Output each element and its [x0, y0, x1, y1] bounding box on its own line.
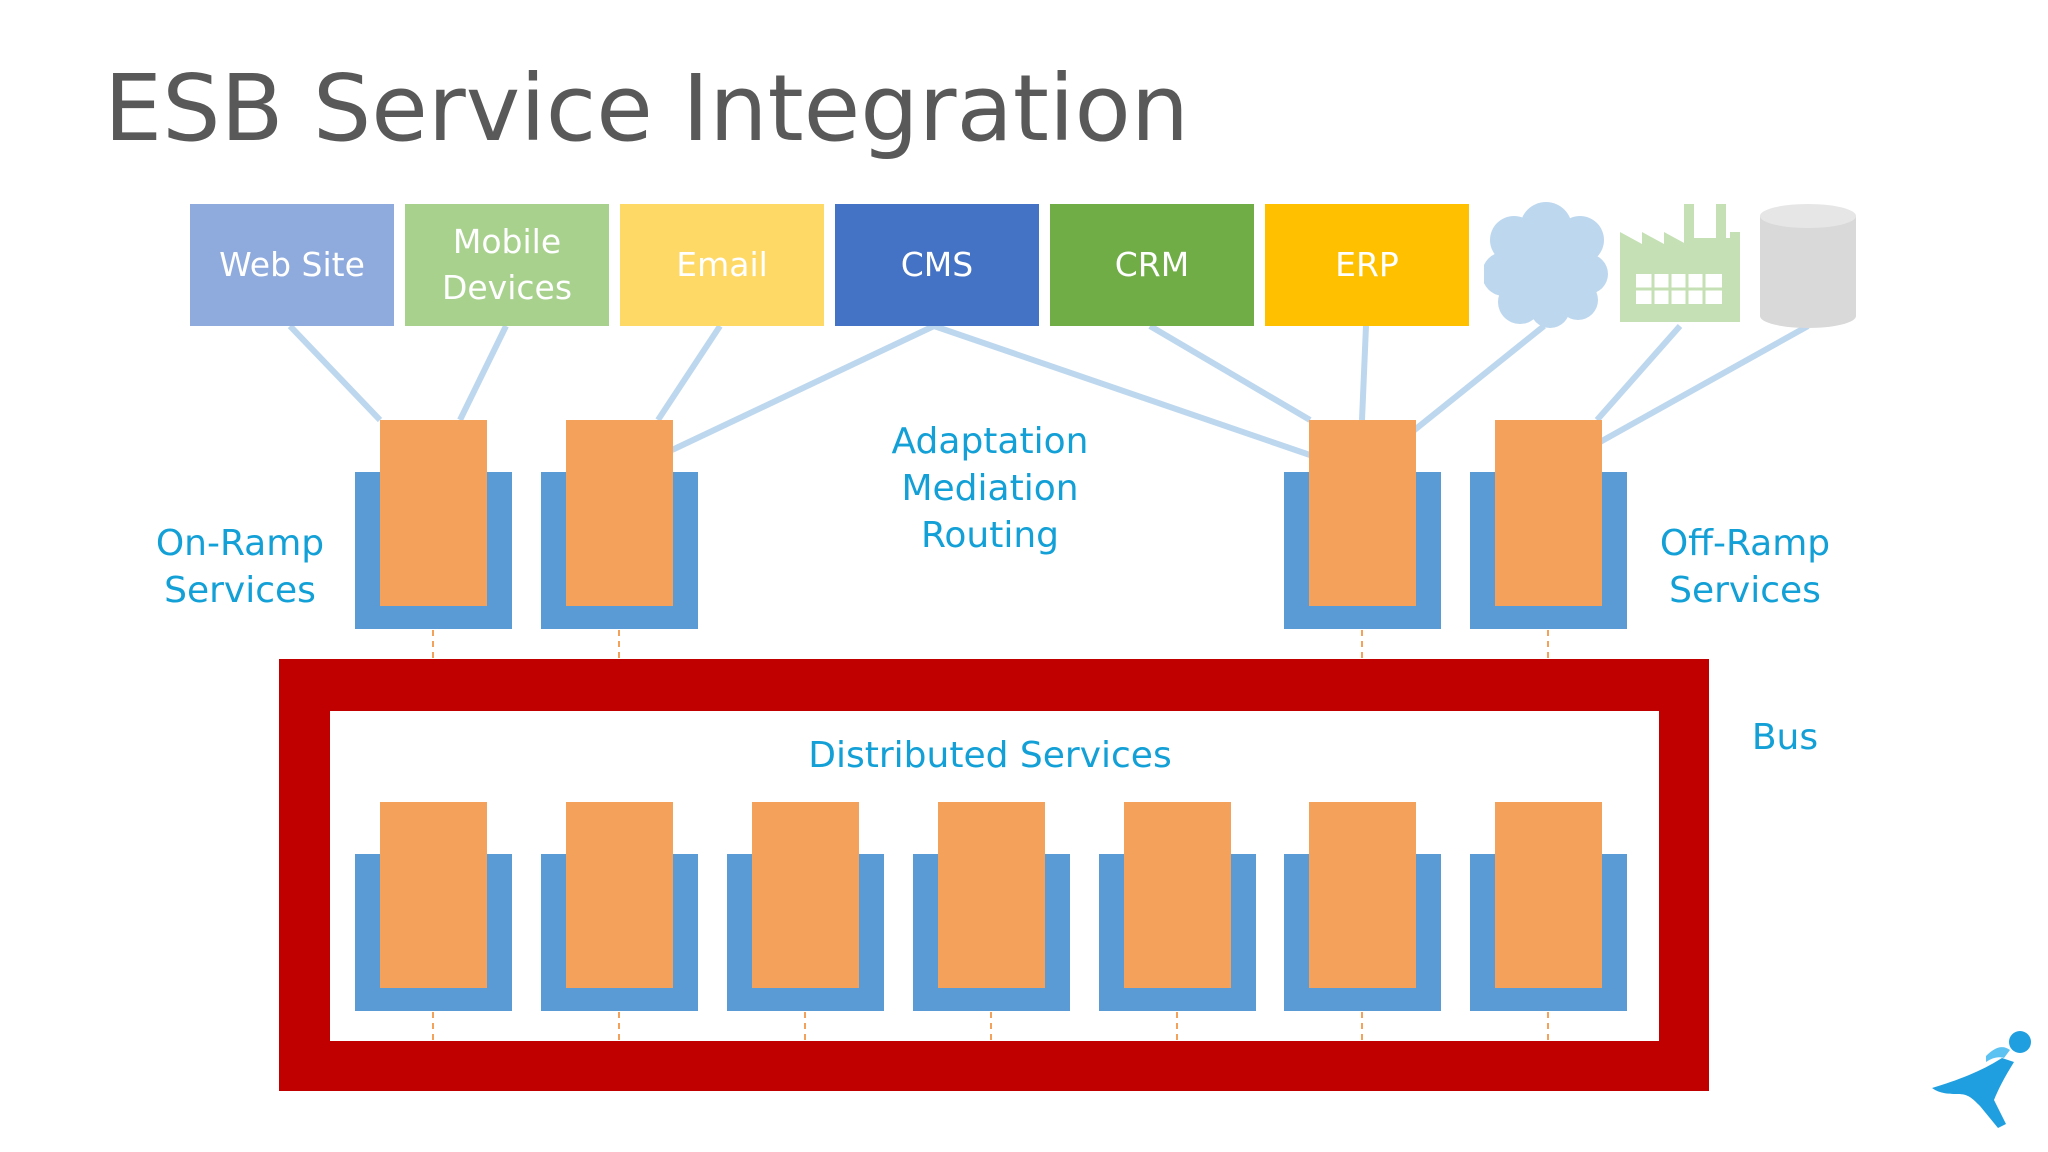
slide-title: ESB Service Integration: [104, 55, 1190, 162]
system-email: Email: [620, 204, 824, 326]
on-ramp-label: On-Ramp Services: [155, 523, 325, 611]
connector-web-site: [287, 323, 383, 423]
system-mobile-devices: Mobile Devices: [405, 204, 609, 326]
connector-email: [655, 324, 723, 422]
database-icon: [1760, 204, 1856, 328]
system-crm: CRM: [1050, 204, 1254, 326]
off-ramp-label: Off-Ramp Services: [1659, 523, 1831, 611]
distributed-service-7: [1470, 802, 1627, 1011]
connector-cms-onramp: [670, 323, 936, 453]
system-erp: ERP: [1265, 204, 1469, 326]
off-ramp-service-2: [1470, 420, 1627, 629]
distributed-service-5: [1099, 802, 1256, 1011]
system-cms: CMS: [835, 204, 1039, 326]
connector-factory: [1594, 324, 1683, 422]
system-web-site: Web Site: [190, 204, 394, 326]
runner-logo-icon: [1932, 1031, 2031, 1128]
connector-cms-offramp: [933, 323, 1311, 458]
on-ramp-service-1: [355, 420, 512, 629]
distributed-service-6: [1284, 802, 1441, 1011]
adaptation-label: Adaptation Mediation Routing: [891, 421, 1089, 556]
factory-icon: [1620, 204, 1740, 322]
connector-erp: [1359, 325, 1369, 421]
distributed-service-2: [541, 802, 698, 1011]
distributed-service-4: [913, 802, 1070, 1011]
distributed-services-label: Distributed Services: [808, 735, 1172, 776]
off-ramp-service-1: [1284, 420, 1441, 629]
distributed-service-3: [727, 802, 884, 1011]
on-ramp-service-2: [541, 420, 698, 629]
connector-cloud: [1410, 323, 1546, 435]
bus-label: Bus: [1751, 717, 1819, 758]
connector-database: [1598, 323, 1810, 445]
connector-crm: [1148, 323, 1312, 423]
cloud-icon: [1484, 202, 1608, 328]
distributed-service-1: [355, 802, 512, 1011]
connector-mobile: [457, 324, 509, 422]
